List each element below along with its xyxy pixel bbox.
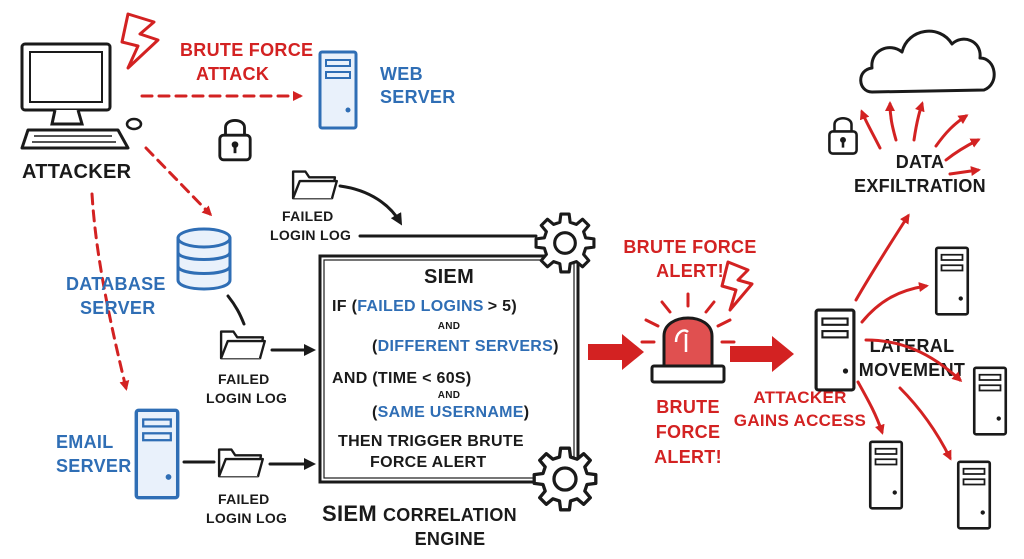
web-failed-log-label-2: LOGIN LOG [270, 227, 351, 243]
exfil-label-1: DATA [896, 152, 945, 172]
email-label-2: SERVER [56, 456, 132, 476]
siem-cond-different-servers: DIFFERENT SERVERS [378, 338, 554, 355]
siem-engine-label: SIEM CORRELATION [322, 501, 517, 526]
siem-rule-line-1: IF (FAILED LOGINS> 5) [332, 298, 517, 315]
siem-to-alert-arrow [588, 334, 644, 370]
exfil-small-arrow [934, 114, 969, 148]
siem-and-time: AND (TIME < 60S) [332, 370, 472, 387]
web-server-label-1: WEB [380, 64, 423, 84]
lateral-arrow-1 [860, 282, 929, 324]
email-failed-log-label-1: FAILED [218, 491, 270, 507]
database-label-2: SERVER [80, 298, 156, 318]
siem-rule-line-3: (SAME USERNAME) [372, 404, 529, 421]
gains-access-2: GAINS ACCESS [734, 411, 866, 430]
lateral-label-1: LATERAL [870, 336, 955, 356]
siem-box [318, 254, 580, 484]
web-server-label-2: SERVER [380, 87, 456, 107]
siem-title: SIEM [424, 266, 474, 288]
db-failed-log-label-1: FAILED [218, 371, 270, 387]
siem-then-2: FORCE ALERT [370, 454, 486, 471]
siem-engine-big: SIEM [322, 501, 377, 526]
lock-icon [218, 118, 252, 162]
alert-to-server-arrow [730, 336, 794, 372]
compromised-server-icon [814, 308, 856, 392]
alert-top-2: ALERT! [656, 261, 724, 281]
database-label-1: DATABASE [66, 274, 166, 294]
siem-engine-rest: CORRELATION [383, 505, 517, 525]
gains-access-1: ATTACKER [753, 388, 846, 407]
database-icon [176, 227, 232, 291]
alert-bottom-1: BRUTE [656, 397, 720, 417]
siem-cond2-close: ) [553, 338, 559, 355]
folder-icon [217, 448, 264, 478]
server-icon [868, 440, 904, 510]
siem-engine-line2: ENGINE [415, 529, 486, 549]
server-icon [934, 246, 970, 316]
lateral-label-2: MOVEMENT [859, 360, 965, 380]
attack-arrow-email [90, 192, 130, 391]
db-failed-log-label-2: LOGIN LOG [206, 390, 287, 406]
server-icon [972, 366, 1008, 436]
siem-cond3-open: ( [372, 404, 378, 421]
lateral-arrow-2 [864, 338, 963, 383]
exfil-small-arrow [912, 101, 925, 142]
lightning-bolt-icon [720, 260, 754, 312]
brute-force-attack-label-2: ATTACK [196, 64, 269, 84]
exfil-small-arrow [859, 109, 882, 150]
folder-icon [291, 170, 338, 200]
folder-icon [219, 330, 266, 360]
attacker-computer-icon [20, 42, 143, 150]
attacker-label: ATTACKER [22, 161, 132, 183]
email-failed-log-label-2: LOGIN LOG [206, 510, 287, 526]
siem-if: IF ( [332, 298, 358, 315]
siem-rule-line-2: (DIFFERENT SERVERS) [372, 338, 559, 355]
exfil-label-2: EXFILTRATION [854, 176, 986, 196]
email-label-1: EMAIL [56, 432, 114, 452]
lateral-arrow-3 [856, 380, 885, 435]
siem-cond3-close: ) [524, 404, 530, 421]
brute-force-attack-label-1: BRUTE FORCE [180, 40, 313, 60]
lock-icon [828, 116, 858, 155]
siem-cond-failed-logins: FAILED LOGINS [357, 298, 484, 315]
gear-icon [534, 212, 596, 274]
gear-icon [532, 446, 598, 512]
exfil-small-arrow [944, 138, 981, 162]
database-log-connector [226, 294, 246, 326]
siem-gt5: > 5) [488, 298, 517, 315]
lightning-bolt-icon [120, 12, 160, 70]
siem-cond2-open: ( [372, 338, 378, 355]
lateral-arrow-4 [898, 386, 952, 461]
web-log-arrow [338, 184, 403, 226]
alarm-siren-icon [640, 292, 736, 384]
attack-arrow-database [144, 146, 213, 217]
exfil-arrow [854, 213, 910, 302]
siem-and-2: AND [438, 390, 461, 401]
web-failed-log-label-1: FAILED [282, 208, 334, 224]
siem-cond-same-username: SAME USERNAME [378, 404, 524, 421]
siem-and-1: AND [438, 321, 461, 332]
exfil-small-arrow [948, 166, 981, 176]
siem-then-1: THEN TRIGGER BRUTE [338, 433, 524, 450]
alert-bottom-3: ALERT! [654, 447, 722, 467]
server-icon [956, 460, 992, 530]
alert-bottom-2: FORCE [656, 422, 721, 442]
alert-top-1: BRUTE FORCE [623, 237, 756, 257]
exfil-small-arrow [885, 101, 898, 142]
cloud-icon [859, 29, 996, 94]
web-server-icon [318, 50, 358, 130]
email-server-icon [134, 408, 180, 500]
